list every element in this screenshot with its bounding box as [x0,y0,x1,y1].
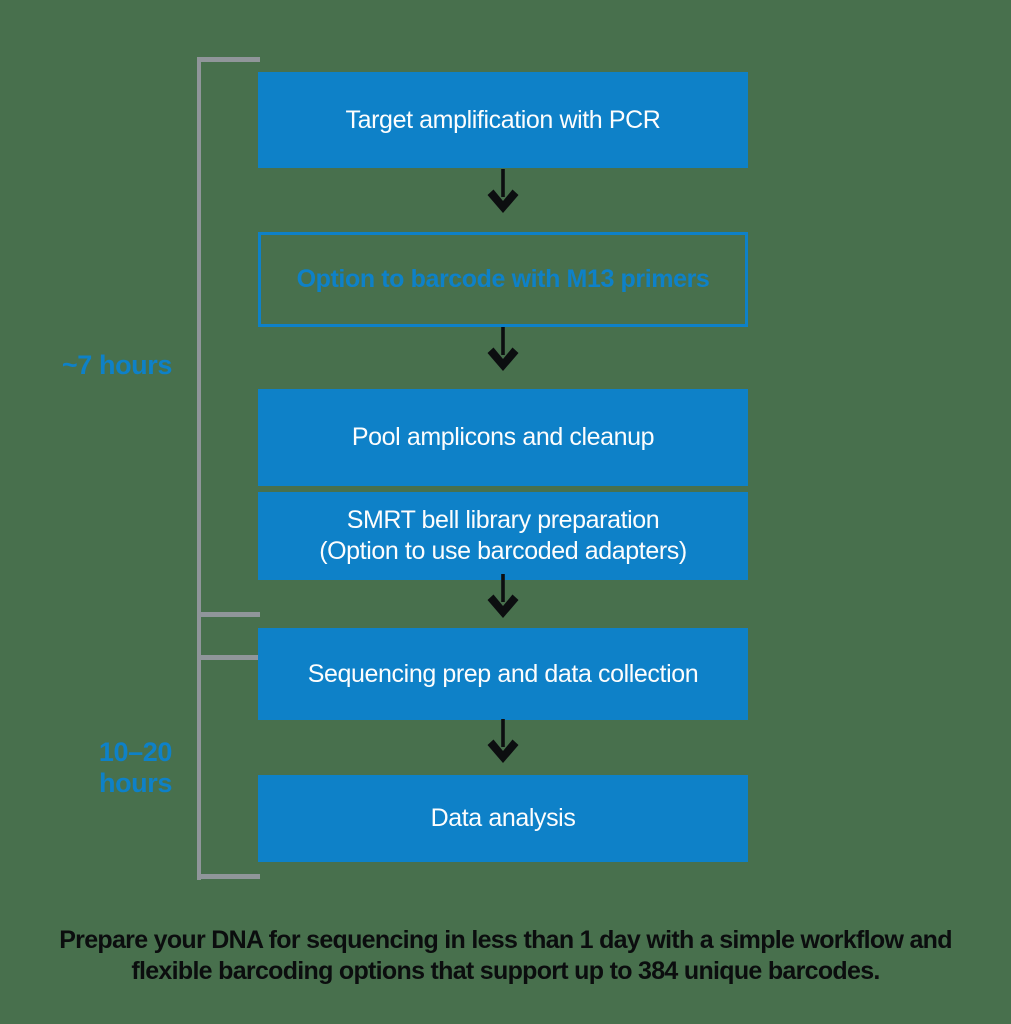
step-box-sequencing-prep: Sequencing prep and data collection [258,628,748,720]
step-box-pool-amplicons: Pool amplicons and cleanup [258,389,748,486]
time-bracket-tick-top [197,57,260,62]
down-arrow-icon [487,169,519,213]
time-bracket-tick-bottom [197,874,260,879]
caption-line-1: Prepare your DNA for sequencing in less … [59,926,952,954]
step-label: Option to barcode with M13 primers [296,265,710,293]
down-arrow-icon [487,719,519,763]
step-box-data-analysis: Data analysis [258,775,748,862]
step-label: Data analysis [430,804,576,832]
step-label-line1: SMRT bell library preparation [346,506,660,534]
time-bracket-tick-mid-lower [197,655,260,660]
down-arrow-icon [487,574,519,618]
step-label: Target amplification with PCR [345,105,661,134]
step-box-barcode-option: Option to barcode with M13 primers [258,232,748,327]
time-bracket-tick-mid-upper [197,612,260,617]
step-label-line2: (Option to use barcoded adapters) [319,537,687,565]
caption-line-2: flexible barcoding options that support … [131,957,880,985]
step-box-smrt-bell-library: SMRT bell library preparation (Option to… [258,492,748,580]
bottom-caption: Prepare your DNA for sequencing in less … [0,925,1011,987]
step-label: Pool amplicons and cleanup [351,423,655,451]
step-box-target-amplification: Target amplification with PCR [258,72,748,168]
down-arrow-icon [487,327,519,371]
time-bracket-line [197,57,201,880]
time-label-10-20-hours: 10–20 hours [98,737,172,798]
time-label-7-hours: ~7 hours [61,350,172,380]
step-label: Sequencing prep and data collection [307,659,699,688]
